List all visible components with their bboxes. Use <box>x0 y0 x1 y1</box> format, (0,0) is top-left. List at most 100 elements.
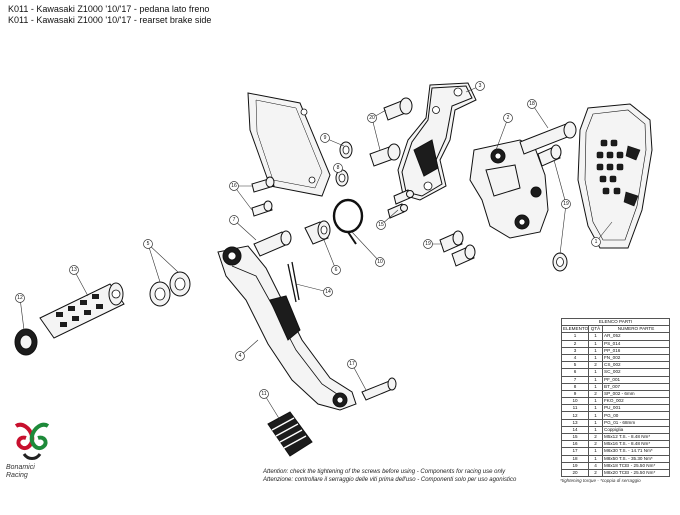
page-title-line-2: K011 - Kawasaki Z1000 '10/'17 - rearset … <box>8 15 212 25</box>
plate-part-3 <box>247 92 331 197</box>
svg-text:15: 15 <box>378 222 384 228</box>
cell-quantity: 1 <box>588 368 603 377</box>
cell-element: 17 <box>561 447 589 456</box>
cell-part-number: PS_014 <box>602 339 670 348</box>
cell-part-number: M8x20 TCEI - 25.50 Nm* <box>602 468 670 478</box>
spring-part-10 <box>332 198 364 245</box>
screw-part-15b <box>393 189 414 205</box>
cell-quantity: 1 <box>588 397 603 406</box>
brand-name: Bonamici Racing <box>6 464 35 480</box>
screw-part-15a <box>387 203 408 219</box>
bolt-part-20b <box>383 97 413 121</box>
footpeg-part-13 <box>39 282 125 339</box>
callout-10: 10 <box>375 257 385 267</box>
screws <box>251 97 577 401</box>
bolt-part-19d <box>552 252 568 272</box>
pivot-bracket-part-2 <box>469 139 549 239</box>
cell-part-number: M8x18 TCEI - 25.50 Nm* <box>602 461 670 470</box>
cell-quantity: 1 <box>588 339 603 348</box>
svg-text:2: 2 <box>507 115 510 121</box>
callout-1: 1 <box>591 237 601 247</box>
svg-text:3: 3 <box>479 83 482 89</box>
cell-part-number: CS_002 <box>602 361 670 370</box>
screw-part-9a <box>339 141 353 159</box>
callout-16: 16 <box>229 181 239 191</box>
cell-part-number: BT_007 <box>602 382 670 391</box>
bolt-part-19b <box>439 230 464 253</box>
callout-17: 17 <box>347 359 357 369</box>
cell-quantity: 1 <box>588 425 603 435</box>
callout-11: 11 <box>259 389 269 399</box>
cell-element: 11 <box>561 404 589 413</box>
callout-18: 18 <box>527 99 537 109</box>
cell-element: 19 <box>561 461 589 470</box>
cell-element: 5 <box>561 361 589 370</box>
svg-text:5: 5 <box>147 241 150 247</box>
cell-part-number: FN_002 <box>602 353 670 363</box>
callout-2: 2 <box>503 113 513 123</box>
callout-7: 7 <box>229 215 239 225</box>
cotter-pin-part-14 <box>287 261 300 303</box>
cell-quantity: 2 <box>588 432 603 442</box>
svg-text:17: 17 <box>349 361 355 367</box>
cell-part-number: PU_001 <box>602 404 670 413</box>
cell-part-number: AR_052 <box>602 332 670 341</box>
svg-text:13: 13 <box>71 267 77 273</box>
cell-part-number: PF_001 <box>602 375 670 384</box>
cell-quantity: 1 <box>588 418 603 427</box>
brake-lever-part-4 <box>217 245 357 411</box>
brand-name-line-1: Bonamici <box>6 464 35 471</box>
attention-note-english: Attention: check the tightening of the s… <box>263 469 506 475</box>
callout-19a: 19 <box>561 199 571 209</box>
svg-text:7: 7 <box>233 217 236 223</box>
svg-text:6: 6 <box>335 267 338 273</box>
cell-element: 18 <box>561 454 589 463</box>
callout-20: 20 <box>367 113 377 123</box>
column-header-part-number: NUMERO PARTE <box>602 325 670 334</box>
cell-element: 15 <box>561 432 589 442</box>
cell-part-number: M5x12 T.S. - 8.48 Nm* <box>602 432 670 442</box>
svg-text:18: 18 <box>529 101 535 107</box>
cell-quantity: 2 <box>588 361 603 370</box>
cell-quantity: 1 <box>588 411 603 420</box>
bracket-part-3 <box>397 82 477 201</box>
callout-15: 15 <box>376 220 386 230</box>
svg-text:10: 10 <box>377 259 383 265</box>
cell-quantity: 2 <box>588 389 603 399</box>
cell-quantity: 1 <box>588 375 603 384</box>
bonamici-logo-icon <box>14 422 50 460</box>
cell-quantity: 2 <box>588 468 603 478</box>
bolt-part-20a <box>369 143 401 167</box>
cell-quantity: 1 <box>588 346 603 355</box>
cell-part-number: FKO_002 <box>602 397 670 406</box>
cell-part-number: M8x50 T.S. - 35.30 Nm* <box>602 454 670 463</box>
cell-element: 12 <box>561 411 589 420</box>
cell-part-number: PG_01 - 68mm <box>602 418 670 427</box>
bolt-part-19a <box>537 144 562 167</box>
callout-13: 13 <box>69 265 79 275</box>
cell-element: 1 <box>561 332 589 341</box>
pedal-tip-part-11 <box>267 411 313 457</box>
callout-3: 3 <box>475 81 485 91</box>
callout-12: 12 <box>15 293 25 303</box>
svg-text:20: 20 <box>369 115 375 121</box>
cell-quantity: 1 <box>588 332 603 341</box>
cell-element: 14 <box>561 425 589 435</box>
cell-part-number: M5x16 T.S. - 8.48 Nm* <box>602 440 670 449</box>
cell-element: 7 <box>561 375 589 384</box>
brand-name-line-2: Racing <box>6 472 28 479</box>
svg-text:1: 1 <box>595 239 598 245</box>
